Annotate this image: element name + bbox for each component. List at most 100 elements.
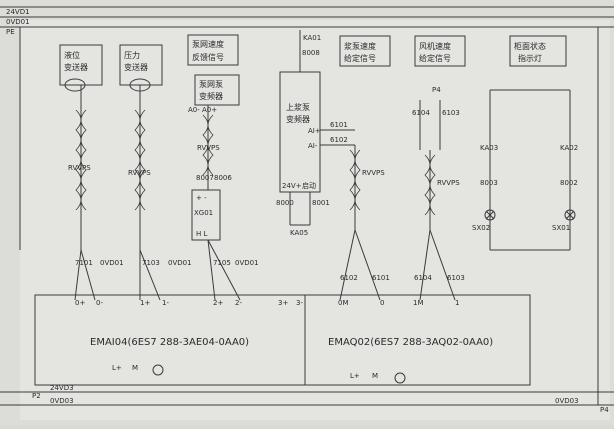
label-fb-title-l1: 泵网速度 — [192, 39, 224, 49]
label-cable-fan: RVVPS — [437, 179, 460, 187]
wire-8007: 8007 — [196, 174, 214, 182]
label-m-2: M — [372, 372, 378, 380]
wire-6102: 6102 — [330, 136, 348, 144]
ground-icon-aq — [394, 372, 406, 384]
terminal-0: 0 — [380, 299, 384, 307]
terminal-2p: 2+ — [213, 299, 223, 307]
feedback-lead-a — [207, 239, 216, 301]
label-bottom-0v: 0VD03 — [50, 397, 74, 405]
label-lplus-2: L+ — [350, 372, 360, 380]
terminal-1: 1 — [455, 299, 459, 307]
label-ka05: KA05 — [290, 229, 308, 237]
cabinet-box — [509, 35, 567, 67]
terminal-2m: 2- — [235, 299, 242, 307]
label-fb-vfd-l1: 泵网泵 — [199, 80, 223, 89]
wire-8008: 8008 — [302, 49, 320, 57]
pressure-transmitter-box — [119, 44, 163, 86]
fan-twist-b — [429, 154, 436, 216]
label-fb-terms: A0- A0+ — [188, 106, 217, 114]
pump-twist-b — [354, 149, 361, 211]
level-sensor-head — [64, 78, 86, 92]
label-ka03: KA03 — [480, 144, 498, 152]
label-ka02: KA02 — [560, 144, 578, 152]
label-ai1: AI+ — [308, 127, 321, 135]
pressure-twist-b — [139, 109, 146, 211]
label-bottom-24v: 24VD3 — [50, 384, 74, 392]
label-top-0v: 0VD01 — [6, 18, 30, 26]
terminal-0p: 0+ — [75, 299, 85, 307]
isolator-box — [191, 189, 221, 241]
label-cable-level: RVVPS — [68, 164, 91, 172]
label-level-l1: 液位 — [64, 50, 80, 60]
terminal-1M: 1M — [413, 299, 424, 307]
wire-8002: 8002 — [560, 179, 578, 187]
label-level-l2: 变送器 — [64, 62, 88, 72]
wire-7105: 7105 — [213, 259, 231, 267]
pump-lead-a — [339, 229, 356, 301]
ai-module-label: EMAI04(6ES7 288-3AE04-0AA0) — [90, 337, 249, 348]
wire-8000: 8000 — [276, 199, 294, 207]
terminal-1p: 1+ — [140, 299, 150, 307]
wire-6104-b: 6104 — [414, 274, 432, 282]
label-sx01: SX01 — [552, 224, 570, 232]
label-relay-hl: H L — [196, 230, 207, 238]
fan-lead-b — [429, 229, 456, 301]
feedback-title-box — [187, 34, 239, 66]
label-top-24v: 24VD1 — [6, 8, 30, 16]
lamp-sx01 — [564, 209, 576, 221]
label-cabinet-l1: 柜面状态 — [514, 41, 546, 51]
wire-6103: 6103 — [442, 109, 460, 117]
label-fan-l2: 给定信号 — [419, 53, 451, 63]
label-fb-title-l2: 反馈信号 — [192, 52, 224, 62]
label-cabinet-l2: 指示灯 — [518, 53, 542, 63]
aq-module-label: EMAQ02(6ES7 288-3AQ02-0AA0) — [328, 337, 493, 348]
ground-icon-ai — [152, 364, 164, 376]
label-main-24v: 24V+ — [282, 182, 302, 190]
level-lead-a — [74, 249, 82, 301]
label-main-start: 启动 — [302, 181, 316, 190]
fan-speed-box — [414, 35, 466, 67]
label-cable-pressure: RVVPS — [128, 169, 151, 177]
terminal-0m: 0- — [96, 299, 103, 307]
label-main-vfd-l1: 上浆泵 — [286, 102, 310, 112]
terminal-0M: 0M — [338, 299, 349, 307]
label-pressure-l2: 变送器 — [124, 62, 148, 72]
pressure-lead-b — [139, 249, 161, 301]
wire-8006: 8006 — [214, 174, 232, 182]
label-relay-pm: + - — [196, 194, 207, 202]
pump-lead-b — [354, 229, 381, 301]
terminal-3p: 3+ — [278, 299, 288, 307]
label-cable-feedback: RVVPS — [197, 144, 220, 152]
label-main-vfd-l2: 变频器 — [286, 114, 310, 124]
label-sx02: SX02 — [472, 224, 490, 232]
wire-0vd01-a: 0VD01 — [100, 259, 124, 267]
label-p4-bottom: P4 — [600, 406, 609, 414]
label-top-pe: PE — [6, 28, 15, 36]
terminal-1m: 1- — [162, 299, 169, 307]
lamp-sx02 — [484, 209, 496, 221]
label-p2: P2 — [32, 392, 41, 400]
wire-6101-b: 6101 — [372, 274, 390, 282]
aq-module-box — [304, 294, 531, 386]
label-fan-l1: 风机速度 — [419, 41, 451, 51]
wire-7103: 7103 — [142, 259, 160, 267]
fan-lead-a — [419, 229, 431, 301]
pump-speed-box — [339, 35, 391, 67]
label-relay-xg: XG01 — [194, 209, 213, 217]
label-pump-l2: 给定信号 — [344, 53, 376, 63]
wire-7101: 7101 — [75, 259, 93, 267]
wire-8001: 8001 — [312, 199, 330, 207]
feedback-vfd-box — [194, 74, 240, 106]
label-pressure-l1: 压力 — [124, 50, 140, 60]
wire-6101: 6101 — [330, 121, 348, 129]
wire-6104: 6104 — [412, 109, 430, 117]
lamp-sx02-cross-b — [485, 210, 495, 220]
wire-0vd01-c: 0VD01 — [235, 259, 259, 267]
feedback-lead-b — [207, 239, 241, 301]
wire-6103-b: 6103 — [447, 274, 465, 282]
label-p4: P4 — [432, 86, 441, 94]
wire-8003: 8003 — [480, 179, 498, 187]
label-ka01: KA01 — [303, 34, 321, 42]
